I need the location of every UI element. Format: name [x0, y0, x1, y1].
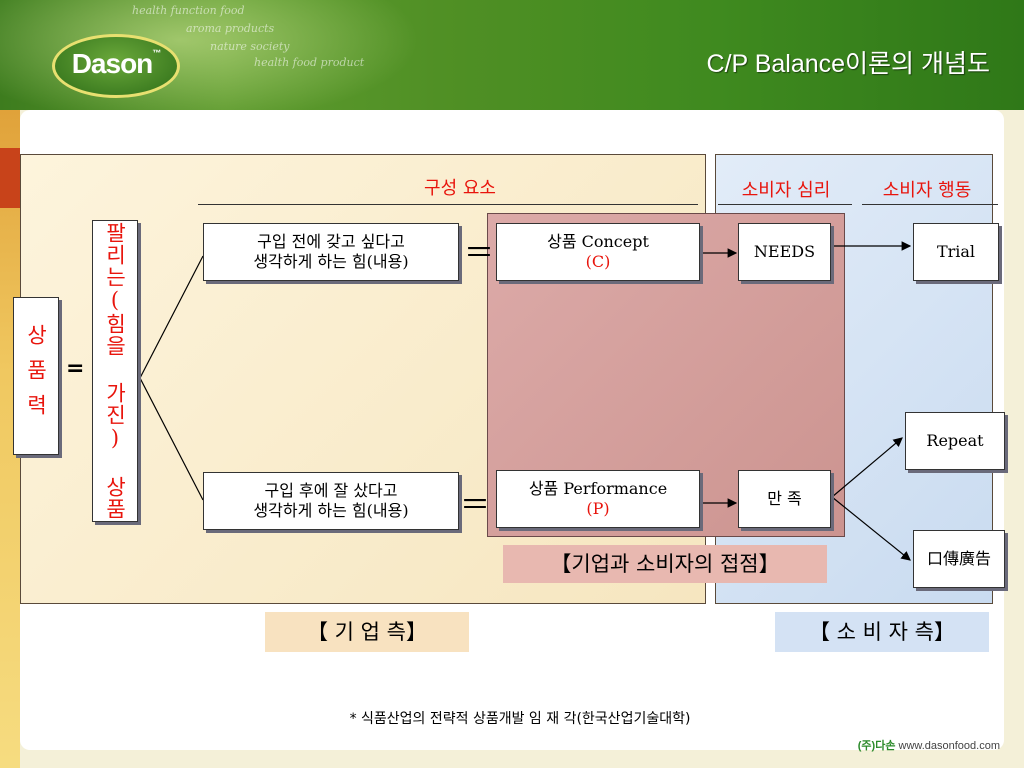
selling-product-box: 팔리는(힘을 가진) 상품 — [92, 220, 138, 522]
product-power-label: 상품력 — [24, 323, 48, 429]
footer-brand: (주)다손 — [857, 740, 896, 752]
before-purchase-line2: 생각하게 하는 힘(내용) — [253, 252, 409, 271]
source-citation: * 식품산업의 전략적 상품개발 임 재 각(한국산업기술대학) — [349, 711, 691, 727]
satisfaction-label: 만 족 — [767, 489, 802, 508]
needs-box: NEEDS — [738, 223, 831, 281]
branch-line-bottom — [139, 377, 204, 501]
satisfaction-box: 만 족 — [738, 470, 831, 528]
product-power-box: 상품력 — [13, 297, 59, 455]
footer-brand-line: (주)다손 www.dasonfood.com — [820, 737, 1000, 753]
consumer-side-label: 【 소 비 자 측】 — [775, 612, 989, 652]
header-psychology: 소비자 심리 — [741, 180, 831, 201]
equals-sign: = — [66, 356, 85, 381]
arrow-satisfaction-repeat — [831, 437, 903, 498]
performance-box: 상품 Performance (P) — [496, 470, 700, 528]
left-decor-bar — [0, 110, 20, 768]
tagline-2: aroma products — [186, 22, 275, 35]
concept-line1: 상품 Concept — [547, 232, 649, 251]
footer-url[interactable]: www.dasonfood.com — [898, 740, 1001, 752]
header-line-behavior — [862, 204, 998, 205]
tagline-4: health food product — [254, 56, 365, 69]
header-line-components — [198, 204, 698, 205]
header-behavior: 소비자 행동 — [882, 180, 972, 201]
branch-line-top — [139, 255, 204, 379]
concept-line2: (C) — [585, 252, 611, 271]
company-side-label: 【 기 업 측】 — [265, 612, 469, 652]
repeat-label: Repeat — [926, 431, 984, 450]
header-components: 구성 요소 — [424, 178, 496, 199]
dason-logo[interactable] — [52, 34, 180, 98]
performance-line1: 상품 Performance — [528, 479, 668, 498]
concept-box: 상품 Concept (C) — [496, 223, 700, 281]
performance-line2: (P) — [586, 499, 610, 518]
arrow-satisfaction-wom — [831, 496, 911, 561]
trial-label: Trial — [936, 242, 976, 261]
trial-box: Trial — [913, 223, 999, 281]
before-purchase-box: 구입 전에 갖고 싶다고 생각하게 하는 힘(내용) — [203, 223, 459, 281]
after-purchase-line1: 구입 후에 잘 샀다고 — [264, 481, 398, 500]
before-purchase-line1: 구입 전에 갖고 싶다고 — [257, 232, 405, 251]
page-title: C/P Balance이론의 개념도 — [706, 50, 990, 78]
equiv-sign-top: ＝ — [464, 236, 494, 271]
left-decor-accent — [0, 148, 20, 208]
after-purchase-box: 구입 후에 잘 샀다고 생각하게 하는 힘(내용) — [203, 472, 459, 530]
selling-product-label: 팔리는(힘을 가진) 상품 — [103, 222, 127, 520]
equiv-sign-bottom: ＝ — [460, 488, 490, 523]
word-of-mouth-label: 口傳廣告 — [926, 549, 991, 568]
tagline-3: nature society — [210, 40, 290, 53]
repeat-box: Repeat — [905, 412, 1005, 470]
tagline-1: health function food — [132, 4, 245, 17]
word-of-mouth-box: 口傳廣告 — [913, 530, 1005, 588]
after-purchase-line2: 생각하게 하는 힘(내용) — [253, 501, 409, 520]
header-line-psychology — [718, 204, 852, 205]
contact-point-label: 【기업과 소비자의 접점】 — [503, 545, 827, 583]
needs-label: NEEDS — [753, 242, 816, 261]
logo-text: Dason™ — [71, 48, 162, 79]
